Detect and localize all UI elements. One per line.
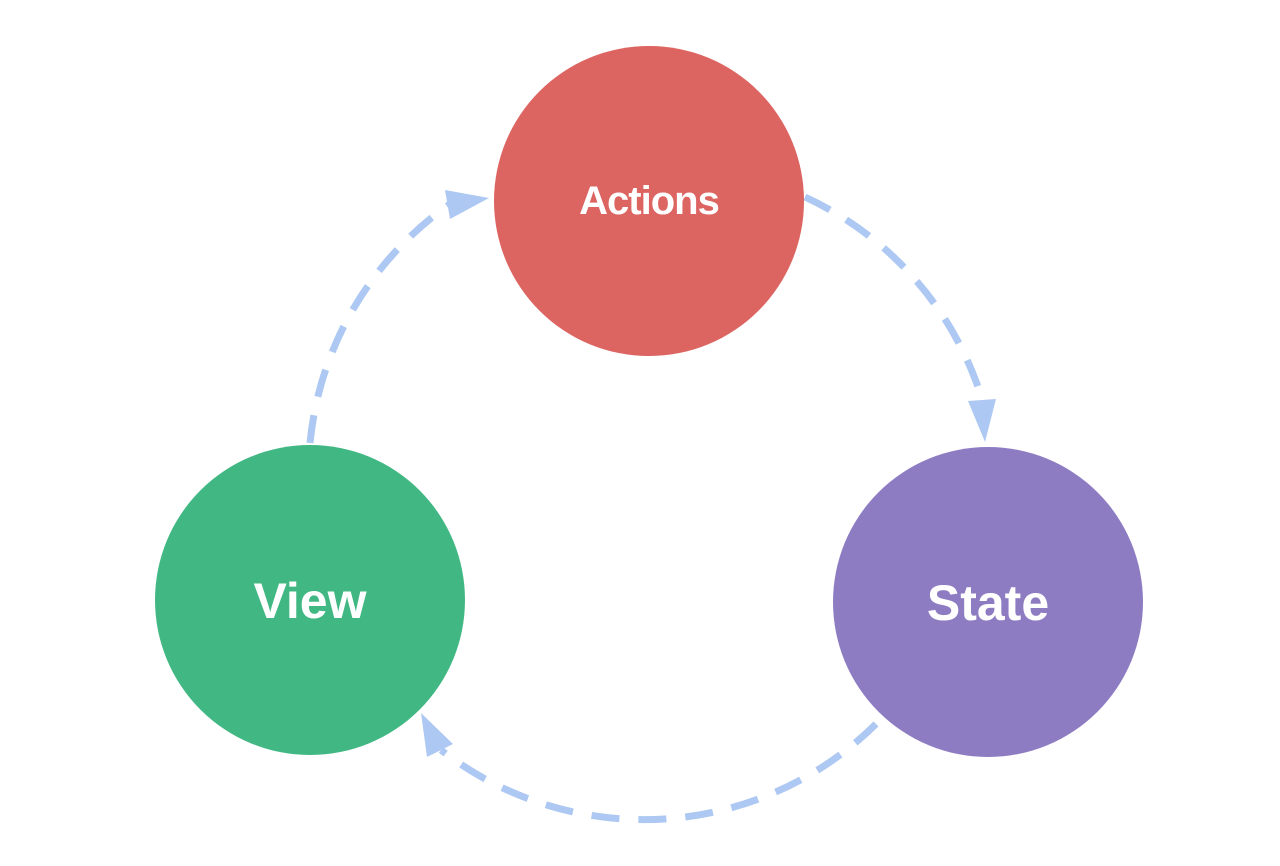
state-circle	[833, 447, 1143, 757]
edge-state-to-view-line	[438, 721, 879, 824]
edge-actions-to-state	[803, 193, 996, 442]
node-actions: Actions	[494, 46, 804, 356]
actions-label: Actions	[579, 179, 719, 223]
state-label: State	[927, 575, 1049, 631]
node-view: View	[155, 445, 465, 755]
edge-state-to-view	[421, 713, 879, 824]
node-state: State	[833, 447, 1143, 757]
arrowhead-into-state-icon	[968, 399, 996, 442]
edge-actions-to-state-line	[803, 193, 986, 401]
view-label: View	[253, 573, 366, 629]
edge-view-to-actions	[306, 190, 489, 444]
view-circle	[155, 445, 465, 755]
arrowhead-into-actions-icon	[445, 190, 489, 219]
edge-view-to-actions-line	[306, 201, 453, 444]
arrowhead-into-view-icon	[421, 713, 453, 757]
actions-circle	[494, 46, 804, 356]
